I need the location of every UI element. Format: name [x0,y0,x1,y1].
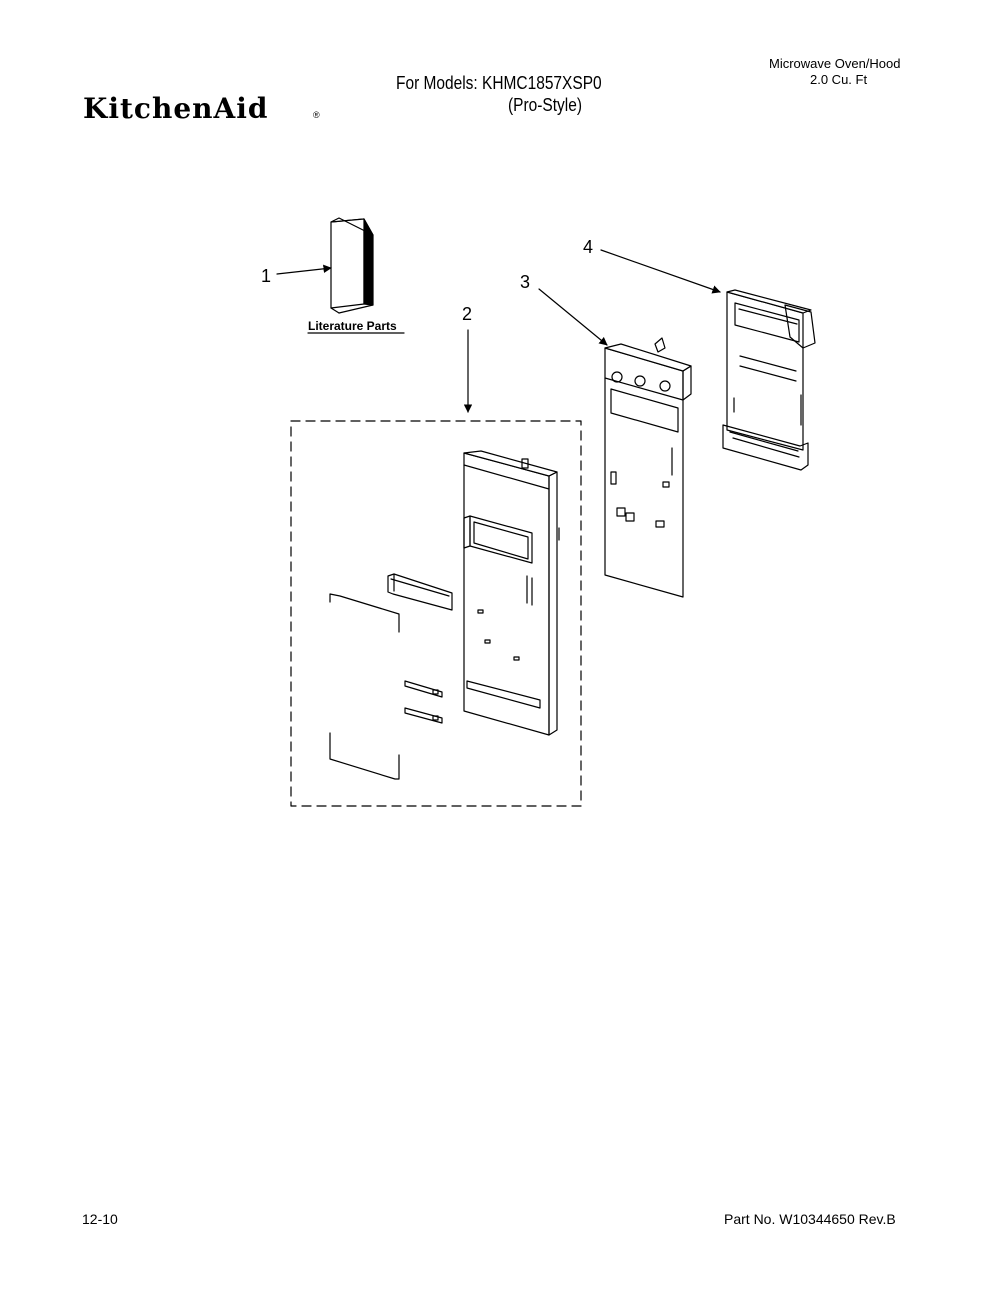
style-heading: (Pro-Style) [508,95,582,115]
mounting-bracket [604,337,692,598]
callout-1-arrow [276,264,332,275]
overlay-fasteners [404,680,443,724]
callout-1: 1 [261,266,271,286]
registered-mark: ® [313,110,320,120]
literature-booklet [330,217,374,314]
product-name: Microwave Oven/Hood [769,56,901,71]
touchpad-overlay [329,593,400,780]
product-capacity: 2.0 Cu. Ft [810,72,868,87]
control-board [722,289,816,471]
display-lens [387,573,453,611]
assembly-group-box [290,420,582,807]
brand-logo: KitchenAid [83,92,269,125]
models-heading: For Models: KHMC1857XSP0 [396,73,602,93]
callout-3-arrow [538,288,608,346]
literature-parts-label: Literature Parts [308,319,397,333]
callout-4-arrow [600,249,721,294]
callout-2: 2 [462,304,472,324]
revision-date: 12-10 [82,1211,118,1227]
part-number: Part No. W10344650 Rev.B [724,1211,896,1227]
callout-3: 3 [520,272,530,292]
control-panel [463,450,560,736]
callout-4: 4 [583,237,593,257]
